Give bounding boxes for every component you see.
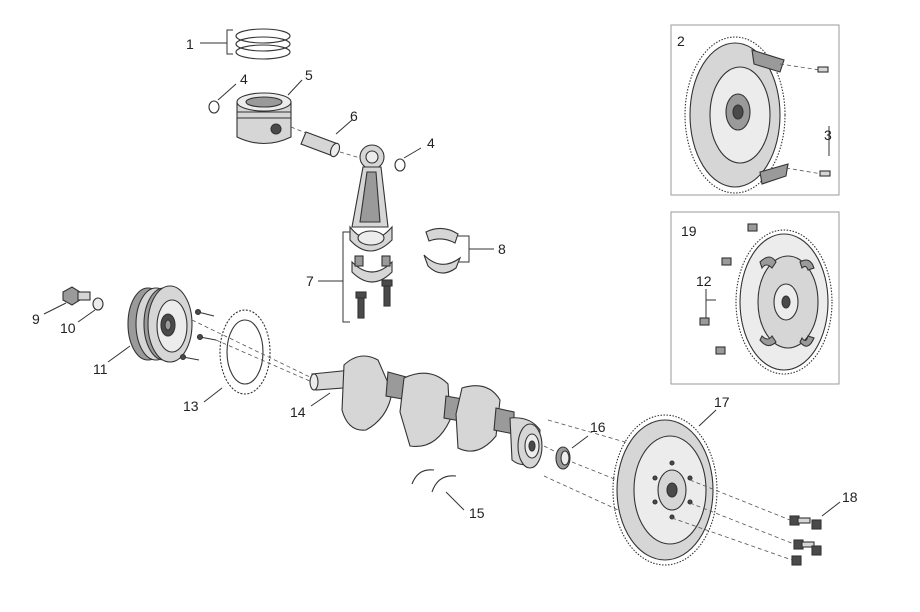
connecting-rod	[349, 144, 393, 283]
crankshaft	[309, 355, 543, 469]
dual-mass-flywheel	[684, 36, 789, 194]
rear-main-seal	[555, 446, 571, 470]
callout-6: 6	[350, 108, 358, 124]
callout-10: 10	[60, 320, 76, 336]
circlip-left	[208, 100, 220, 114]
flexplate-inset-box	[670, 211, 840, 385]
piston	[236, 92, 292, 145]
callout-5: 5	[305, 67, 313, 83]
callout-4b: 4	[427, 135, 435, 151]
crankshaft-pulley	[127, 285, 193, 363]
callout-9: 9	[32, 311, 40, 327]
pulley-bolt	[62, 286, 91, 306]
callout-2: 2	[677, 33, 685, 49]
callout-19: 19	[681, 223, 697, 239]
callout-7: 7	[306, 273, 314, 289]
callout-18: 18	[842, 489, 858, 505]
dual-mass-flywheel-bolts	[779, 63, 831, 177]
flywheel-bolts	[789, 515, 822, 566]
pulley-bolts	[179, 308, 217, 361]
flywheel-inset-box-top	[670, 24, 840, 196]
callout-4a: 4	[240, 71, 248, 87]
callout-13: 13	[183, 398, 199, 414]
callout-15: 15	[469, 505, 485, 521]
callout-16: 16	[590, 419, 606, 435]
rod-bearing-shells	[423, 227, 462, 274]
callout-3: 3	[824, 127, 832, 143]
thrust-washers	[411, 469, 457, 493]
callout-8: 8	[498, 241, 506, 257]
flexplate-bolts	[699, 223, 758, 355]
flexplate	[735, 229, 833, 375]
pulley-washer	[92, 297, 104, 311]
callout-12: 12	[696, 273, 712, 289]
callout-17: 17	[714, 394, 730, 410]
callout-14: 14	[290, 404, 306, 420]
connecting-rod-bolts	[355, 279, 393, 319]
flywheel	[612, 414, 718, 566]
piston-pin	[300, 131, 341, 158]
circlip-right	[394, 158, 406, 172]
callout-1: 1	[186, 36, 194, 52]
callout-11: 11	[93, 361, 108, 377]
piston-rings	[235, 28, 291, 60]
reluctor-ring	[219, 309, 271, 395]
